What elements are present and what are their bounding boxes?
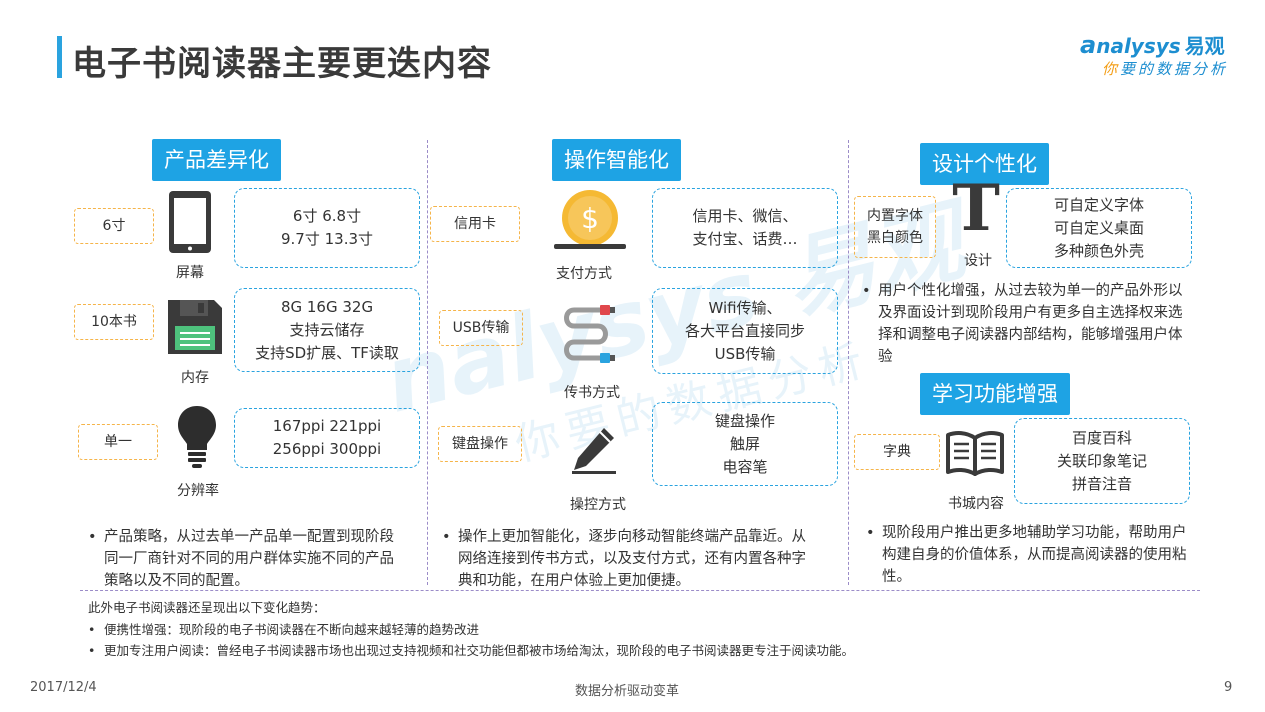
orange-box-design: 内置字体 黑白颜色 [854, 196, 936, 258]
bullet-personalization: • 用户个性化增强，从过去较为单一的产品外形以及界面设计到现阶段用户有更多自主选… [862, 280, 1188, 368]
design-line-2: 可自定义桌面 [1053, 218, 1144, 237]
blue-box-control: 键盘操作 触屏 电容笔 [652, 402, 838, 486]
page-number: 9 [1224, 680, 1233, 695]
blue-box-design: 可自定义字体 可自定义桌面 多种颜色外壳 [1006, 188, 1192, 268]
learning-line-3: 拼音注音 [1071, 474, 1132, 493]
design-orange-line-2: 黑白颜色 [867, 230, 923, 246]
bullet-learning-text: 现阶段用户推出更多地辅助学习功能，帮助用户构建自身的价值体系，从而提高阅读器的使… [882, 525, 1187, 585]
control-line-1: 键盘操作 [714, 411, 775, 430]
bullet-dot: • [88, 643, 96, 658]
bullet-personalization-text: 用户个性化增强，从过去较为单一的产品外形以及界面设计到现阶段用户有更多自主选择权… [878, 283, 1183, 365]
logo-a-glyph: a [1080, 31, 1097, 59]
tag-learning-enhancement: 学习功能增强 [920, 373, 1070, 415]
orange-box-memory: 10本书 [74, 304, 154, 340]
tag-product-differentiation: 产品差异化 [152, 139, 281, 181]
blue-box-memory: 8G 16G 32G 支持云储存 支持SD扩展、TF读取 [234, 288, 420, 372]
footer-trend-1: • 便携性增强：现阶段的电子书阅读器在不断向越来越轻薄的趋势改进 [88, 619, 479, 638]
design-line-3: 多种颜色外壳 [1053, 241, 1144, 260]
memory-line-1: 8G 16G 32G [280, 297, 374, 316]
tag-personalized-design: 设计个性化 [920, 143, 1049, 185]
logo-slogan: 你要的数据分析 [1102, 58, 1228, 79]
bullet-dot: • [88, 622, 96, 637]
font-t-icon: T [952, 171, 1000, 246]
control-line-2: 触屏 [729, 434, 760, 453]
resolution-line-2: 256ppi 300ppi [272, 440, 382, 458]
bullet-dot: • [88, 529, 97, 545]
transfer-line-2: 各大平台直接同步 [684, 321, 805, 340]
logo-slogan-highlight: 你 [1102, 60, 1121, 78]
orange-box-resolution: 单一 [78, 424, 158, 460]
pencil-icon [572, 428, 616, 474]
memory-line-3: 支持SD扩展、TF读取 [255, 343, 399, 362]
floppy-disk-icon [168, 300, 222, 354]
bullet-dot: • [862, 283, 871, 299]
svg-text:$: $ [581, 202, 599, 235]
bullet-smart-operation: • 操作上更加智能化，逐步向移动智能终端产品靠近。从网络连接到传书方式，以及支付… [442, 526, 818, 592]
label-screen: 屏幕 [176, 265, 204, 281]
learning-line-2: 关联印象笔记 [1056, 451, 1147, 470]
logo-slogan-rest: 要的数据分析 [1120, 60, 1229, 78]
payment-line-1: 信用卡、微信、 [692, 207, 798, 225]
bullet-product-strategy: • 产品策略，从过去单一产品单一配置到现阶段同一厂商针对不同的用户群体实施不同的… [88, 526, 404, 592]
blue-box-payment: 信用卡、微信、 支付宝、话费… [652, 188, 838, 268]
bullet-product-strategy-text: 产品策略，从过去单一产品单一配置到现阶段同一厂商针对不同的用户群体实施不同的产品… [104, 529, 394, 589]
footer-trend-2: • 更加专注用户阅读：曾经电子书阅读器市场也出现过支持视频和社交功能但都被市场给淘… [88, 640, 854, 659]
orange-box-control: 键盘操作 [438, 426, 522, 462]
label-memory: 内存 [181, 370, 209, 386]
bullet-smart-operation-text: 操作上更加智能化，逐步向移动智能终端产品靠近。从网络连接到传书方式，以及支付方式… [458, 529, 806, 589]
title-accent-bar [57, 36, 62, 78]
label-payment: 支付方式 [556, 266, 612, 282]
page-title: 电子书阅读器主要更迭内容 [72, 44, 492, 84]
label-design: 设计 [964, 253, 992, 269]
design-orange-line-1: 内置字体 [867, 208, 923, 224]
blue-box-resolution: 167ppi 221ppi 256ppi 300ppi [234, 408, 420, 468]
tablet-icon [169, 191, 211, 253]
coin-dollar-icon: $ [554, 190, 626, 249]
label-transfer: 传书方式 [564, 385, 620, 401]
label-control: 操控方式 [570, 497, 626, 513]
footer-intro: 此外电子书阅读器还呈现出以下变化趋势： [88, 600, 326, 615]
lightbulb-icon [178, 406, 216, 468]
slide-date: 2017/12/4 [30, 680, 97, 695]
slide-slogan: 数据分析驱动变革 [575, 684, 680, 699]
transfer-line-3: USB传输 [714, 344, 776, 363]
control-line-3: 电容笔 [722, 457, 768, 476]
memory-line-2: 支持云储存 [289, 320, 365, 339]
orange-box-dictionary: 字典 [854, 434, 940, 470]
orange-box-screen: 6寸 [74, 208, 154, 244]
design-line-1: 可自定义字体 [1053, 195, 1144, 214]
footer-trend-2-text: 更加专注用户阅读：曾经电子书阅读器市场也出现过支持视频和社交功能但都被市场给淘汰… [104, 643, 855, 658]
bullet-dot: • [866, 525, 875, 541]
footer-divider [80, 590, 1200, 591]
bullet-learning: • 现阶段用户推出更多地辅助学习功能，帮助用户构建自身的价值体系，从而提高阅读器… [866, 522, 1192, 588]
logo-cn: 易观 [1184, 34, 1225, 58]
column-divider-2 [848, 140, 849, 585]
screen-line-1: 6寸 6.8寸 [292, 207, 362, 225]
tag-smart-operation: 操作智能化 [552, 139, 681, 181]
logo-wordmark: nalysys [1096, 34, 1181, 58]
orange-box-payment: 信用卡 [430, 206, 520, 242]
resolution-line-1: 167ppi 221ppi [272, 417, 382, 435]
open-book-icon [946, 431, 1004, 476]
learning-line-1: 百度百科 [1071, 428, 1132, 447]
screen-line-2: 9.7寸 13.3寸 [280, 230, 374, 248]
bullet-dot: • [442, 529, 451, 545]
footer-trend-1-text: 便携性增强：现阶段的电子书阅读器在不断向越来越轻薄的趋势改进 [104, 622, 480, 637]
label-resolution: 分辨率 [177, 483, 219, 499]
column-divider-1 [427, 140, 428, 585]
blue-box-transfer: Wifi传输、 各大平台直接同步 USB传输 [652, 288, 838, 374]
label-bookstore: 书城内容 [948, 496, 1004, 512]
payment-line-2: 支付宝、话费… [692, 230, 798, 248]
blue-box-learning: 百度百科 关联印象笔记 拼音注音 [1014, 418, 1190, 504]
blue-box-screen: 6寸 6.8寸 9.7寸 13.3寸 [234, 188, 420, 268]
usb-cable-icon [564, 305, 615, 363]
orange-box-transfer: USB传输 [439, 310, 523, 346]
transfer-line-1: Wifi传输、 [708, 298, 782, 317]
